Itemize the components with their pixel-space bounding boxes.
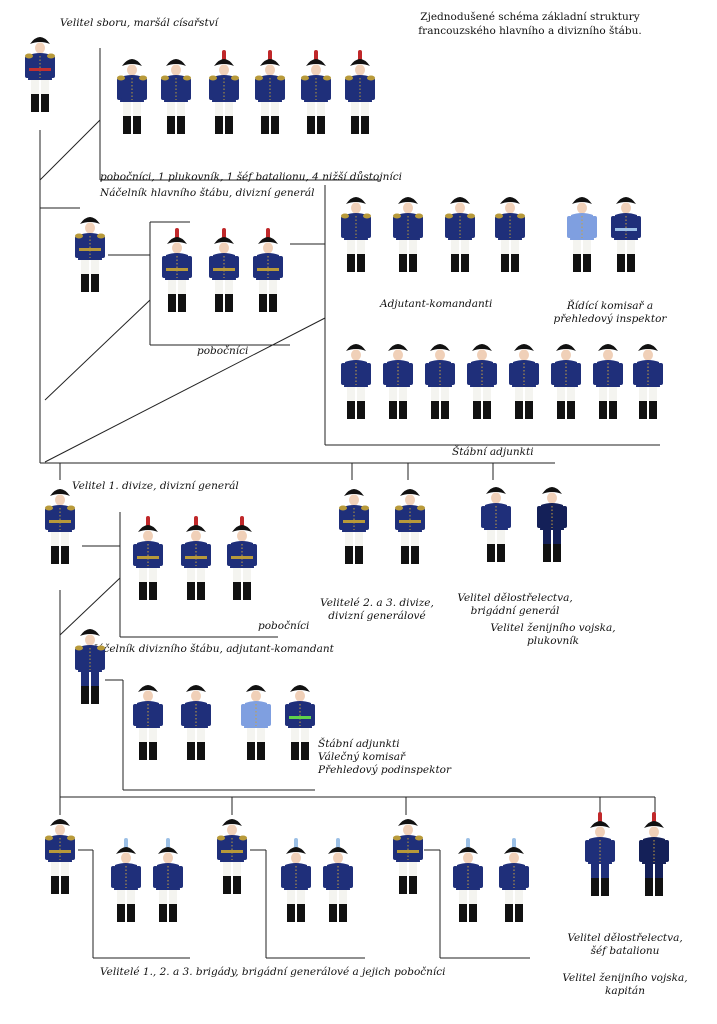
div1-commander-figure xyxy=(45,489,75,564)
adjutant-commandant-figure xyxy=(393,197,423,272)
staff-adjunct-figure xyxy=(551,344,581,419)
div1-aide-figure xyxy=(181,516,211,600)
div-artillery-label: Velitel dělostřelectva, šéf batalionu xyxy=(555,932,695,958)
div1-commander-label: Velitel 1. divize, divizní generál xyxy=(72,480,239,492)
div-staff-adjunct-figure xyxy=(181,685,211,760)
adjutant-commandants-label: Adjutant-komandanti xyxy=(380,298,493,310)
div-staff-adjunct-figure xyxy=(133,685,163,760)
div1-aides-label: pobočníci xyxy=(258,620,310,632)
staff-adjunct-figure xyxy=(383,344,413,419)
commissar-label-line-1: Řídící komisař a xyxy=(566,300,654,312)
div-staff-line-1: Štábní adjunkti xyxy=(318,738,400,750)
corps-staff-label: pobočníci, 1 plukovník, 1 šéf batalionu,… xyxy=(100,171,402,183)
title-line-2: francouzského hlavního a divizního štábu… xyxy=(418,25,642,37)
brigade2-commander-figure xyxy=(217,819,247,894)
div23-label-line-1: Velitelé 2. a 3. divize, xyxy=(320,597,434,609)
div-chief-of-staff-figure xyxy=(75,629,105,704)
div-staff-line-3: Přehledový podinspektor xyxy=(318,764,452,776)
staff-adjunct-figure xyxy=(425,344,455,419)
staff-adjunct-figure xyxy=(593,344,623,419)
staff-adjunct-figure xyxy=(633,344,663,419)
div-engineer-line-1: Velitel ženijního vojska, xyxy=(562,972,688,984)
div-staff-label: Štábní adjunkti Válečný komisař Přehledo… xyxy=(318,738,451,777)
div23-commander-figure xyxy=(395,489,425,564)
div23-commander-figure xyxy=(339,489,369,564)
div1-aide-figure xyxy=(227,516,257,600)
chief-of-staff-figure xyxy=(75,217,105,292)
engineer-commander-figure xyxy=(537,487,567,562)
commissar-label: Řídící komisař a přehledový inspektor xyxy=(545,300,675,326)
diagram-title: Zjednodušené schéma základní struktury f… xyxy=(380,10,680,38)
chief-aides-label: pobočníci xyxy=(197,345,249,357)
div-artillery-figure xyxy=(585,812,615,896)
engineer-cmd-line-2: plukovník xyxy=(527,635,579,647)
div1-aide-figure xyxy=(133,516,163,600)
brigade3-aide-figure xyxy=(453,838,483,922)
brigade1-aide-figure xyxy=(111,838,141,922)
commissar-label-line-2: přehledový inspektor xyxy=(553,313,667,325)
corps-commander-label: Velitel sboru, maršál císařství xyxy=(60,17,218,29)
div23-label-line-2: divizní generálové xyxy=(328,610,426,622)
brigade2-aide-figure xyxy=(281,838,311,922)
div-staff-line-2: Válečný komisař xyxy=(318,751,406,763)
div-artillery-line-1: Velitel dělostřelectva, xyxy=(567,932,683,944)
war-commissar-figure xyxy=(241,685,271,760)
div-artillery-line-2: šéf batalionu xyxy=(590,945,660,957)
div-engineer-label: Velitel ženijního vojska, kapitán xyxy=(555,972,695,998)
artillery-cmd-line-2: brigádní generál xyxy=(470,605,560,617)
brigade3-aide-figure xyxy=(499,838,529,922)
chief-aide-figure xyxy=(253,228,283,312)
artillery-cmd-label: Velitel dělostřelectva, brigádní generál xyxy=(440,592,590,618)
staff-adjunct-figure xyxy=(341,344,371,419)
staff-adjuncts-label: Štábní adjunkti xyxy=(452,446,534,458)
artillery-commander-figure xyxy=(481,487,511,562)
corps-staff-figure xyxy=(345,50,375,134)
staff-adjunct-figure xyxy=(509,344,539,419)
corps-staff-figure xyxy=(161,59,191,134)
brigade1-aide-figure xyxy=(153,838,183,922)
adjutant-commandant-figure xyxy=(445,197,475,272)
artillery-cmd-line-1: Velitel dělostřelectva, xyxy=(457,592,573,604)
div-engineer-line-2: kapitán xyxy=(605,985,645,997)
brigade1-commander-figure xyxy=(45,819,75,894)
div-chief-of-staff-label: Náčelník divizního štábu, adjutant-koman… xyxy=(88,643,334,655)
brigades-label: Velitelé 1., 2. a 3. brigády, brigádní g… xyxy=(100,966,446,978)
corps-staff-figure xyxy=(117,59,147,134)
commissar-figure xyxy=(567,197,597,272)
corps-staff-figure xyxy=(209,50,239,134)
brigade3-commander-figure xyxy=(393,819,423,894)
engineer-cmd-label: Velitel ženijního vojska, plukovník xyxy=(478,622,628,648)
adjutant-commandant-figure xyxy=(495,197,525,272)
div-engineer-figure xyxy=(639,812,669,896)
staff-adjunct-figure xyxy=(467,344,497,419)
brigade2-aide-figure xyxy=(323,838,353,922)
engineer-cmd-line-1: Velitel ženijního vojska, xyxy=(490,622,616,634)
chief-of-staff-label: Náčelník hlavního štábu, divizní generál xyxy=(100,187,315,199)
title-line-1: Zjednodušené schéma základní struktury xyxy=(420,11,640,23)
corps-commander-figure xyxy=(25,37,55,112)
adjutant-commandant-figure xyxy=(341,197,371,272)
div23-label: Velitelé 2. a 3. divize, divizní generál… xyxy=(312,597,442,623)
corps-staff-figure xyxy=(301,50,331,134)
chief-aide-figure xyxy=(209,228,239,312)
corps-staff-figure xyxy=(255,50,285,134)
sub-inspector-figure xyxy=(285,685,315,760)
chief-aide-figure xyxy=(162,228,192,312)
inspector-figure xyxy=(611,197,641,272)
